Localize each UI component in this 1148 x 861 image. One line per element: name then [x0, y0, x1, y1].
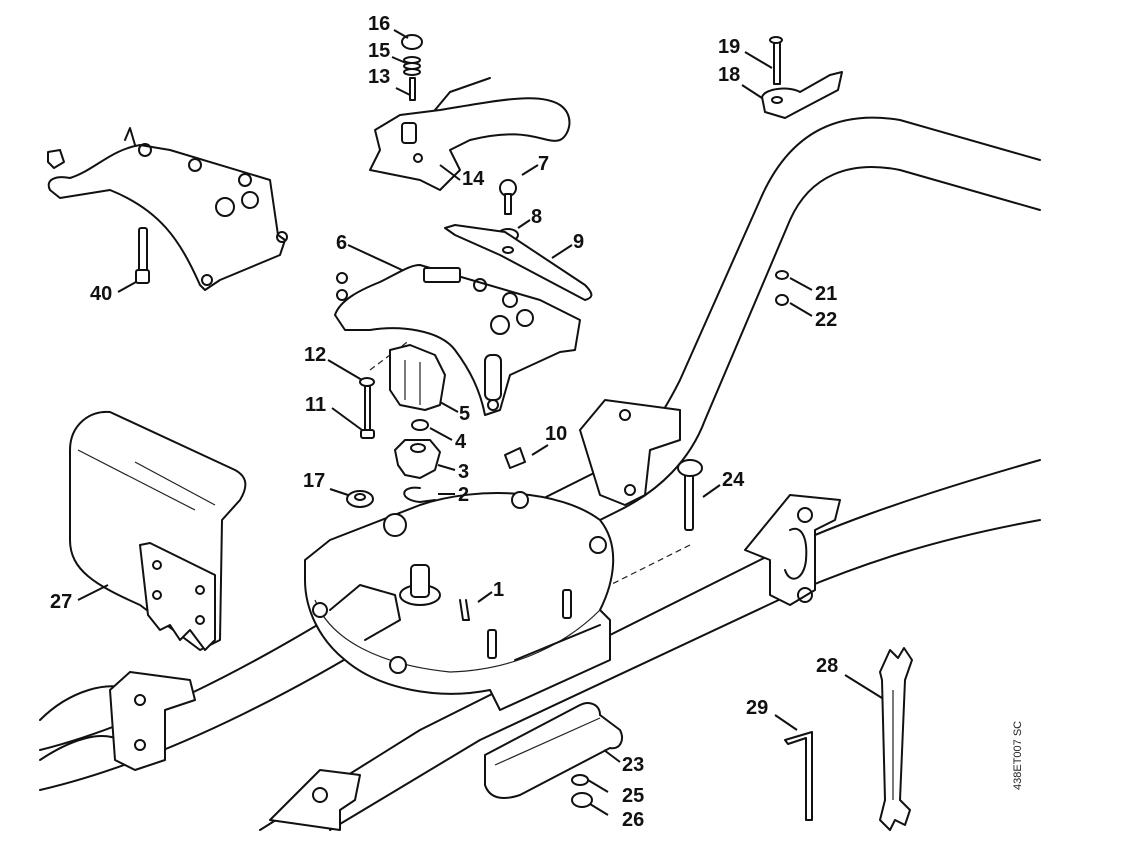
- label-21: 21: [815, 283, 837, 305]
- label-16: 16: [368, 13, 390, 35]
- label-28: 28: [816, 655, 838, 677]
- label-18: 18: [718, 64, 740, 86]
- label-6: 6: [336, 232, 347, 254]
- drawing-code: 438ET007 SC: [1012, 720, 1024, 790]
- gearbox-housing: [304, 491, 615, 711]
- label-13: 13: [368, 66, 390, 88]
- label-19: 19: [718, 36, 740, 58]
- label-17: 17: [303, 470, 325, 492]
- label-9: 9: [573, 231, 584, 253]
- label-12: 12: [304, 344, 326, 366]
- clamp-assembly: [484, 702, 623, 808]
- handlebar-frame: [39, 116, 1041, 831]
- coupling-stack: [346, 344, 703, 531]
- label-10: 10: [545, 423, 567, 445]
- label-5: 5: [459, 403, 470, 425]
- label-23: 23: [622, 754, 644, 776]
- label-25: 25: [622, 785, 644, 807]
- label-40: 40: [90, 283, 112, 305]
- guard: [69, 410, 247, 651]
- throttle-handle: [369, 77, 571, 191]
- label-11: 11: [305, 394, 326, 416]
- label-29: 29: [746, 697, 768, 719]
- label-4: 4: [455, 431, 467, 453]
- label-15: 15: [368, 40, 390, 62]
- leader-lines: [77, 29, 883, 816]
- label-7: 7: [538, 153, 549, 175]
- handle-housing: [334, 264, 581, 416]
- part-labels: 1 2 3 4 5 6 7 8 9 10 11 12 13 14 15 16 1…: [50, 13, 838, 831]
- label-27: 27: [50, 591, 72, 613]
- label-8: 8: [531, 206, 542, 228]
- clamp-lever-assembly: [761, 36, 843, 119]
- label-22: 22: [815, 309, 837, 331]
- label-26: 26: [622, 809, 644, 831]
- handle-housing-left: [47, 127, 288, 291]
- label-1: 1: [493, 579, 504, 601]
- lever-assembly: [444, 179, 593, 301]
- label-14: 14: [462, 168, 485, 190]
- throttle-small-parts: [401, 34, 423, 101]
- label-2: 2: [458, 484, 469, 506]
- tools: [784, 647, 913, 831]
- nut-washer-pair: [775, 270, 789, 306]
- label-3: 3: [458, 461, 469, 483]
- label-24: 24: [722, 469, 745, 491]
